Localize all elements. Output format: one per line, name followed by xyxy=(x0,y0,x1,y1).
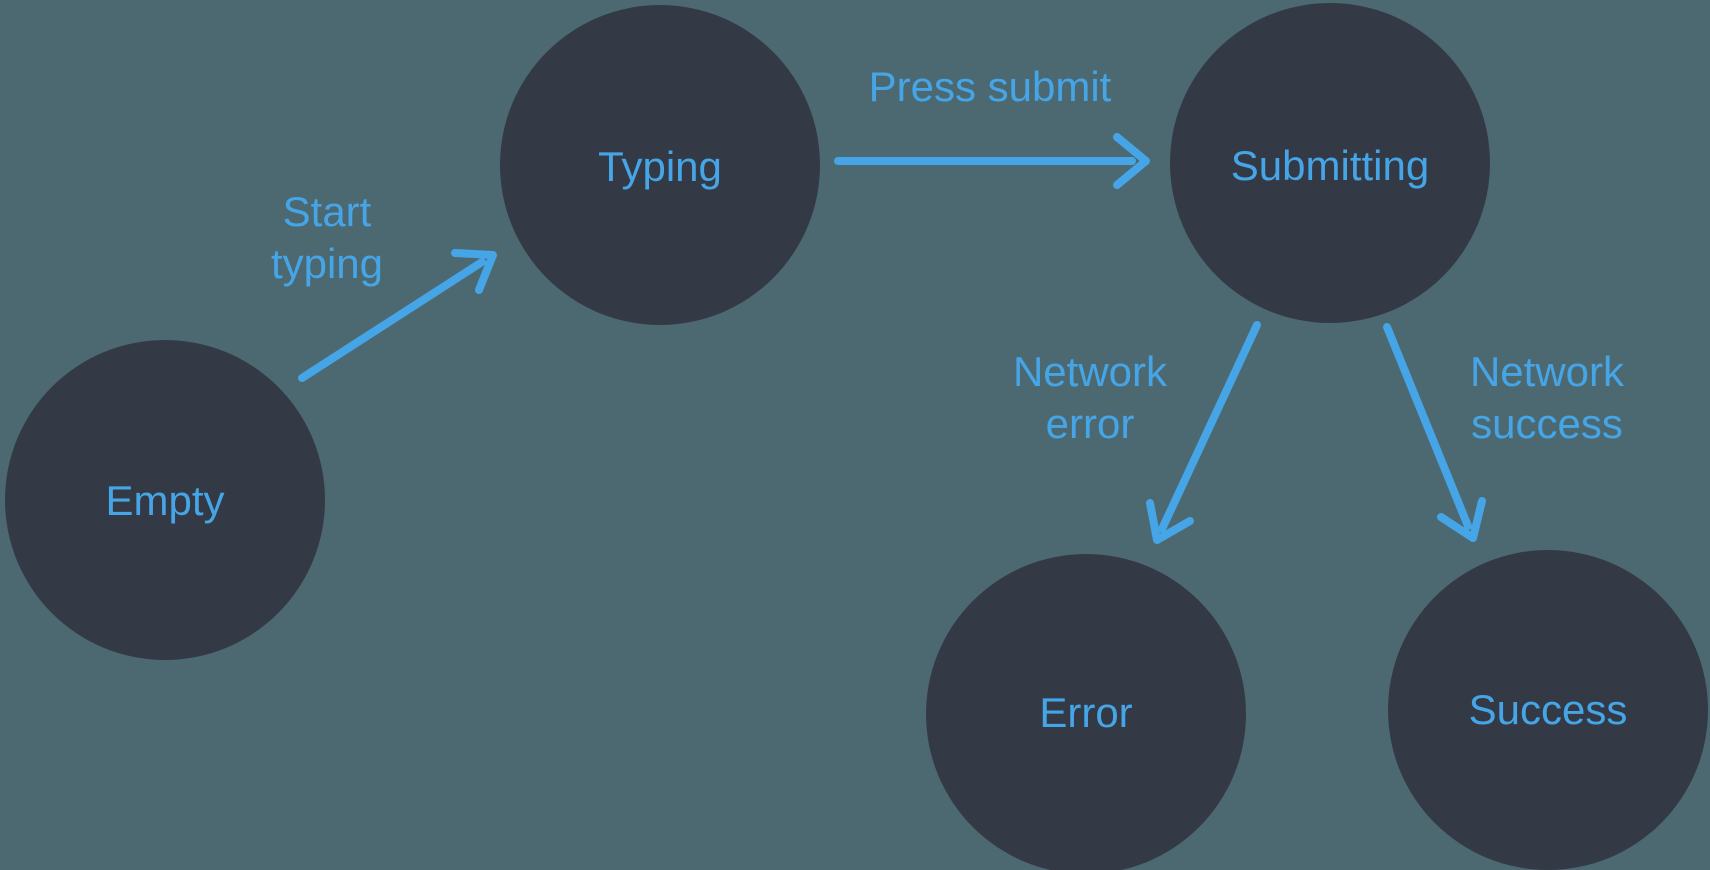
edge-start-typing-arrow xyxy=(298,249,497,382)
edge-label-start-typing-line1: Start xyxy=(283,188,372,235)
state-node-submitting xyxy=(1170,3,1490,323)
transition-arrows xyxy=(298,133,1486,544)
edge-label-network-success-line1: Network xyxy=(1470,348,1625,395)
state-nodes xyxy=(5,3,1708,870)
edge-label-network-error-line2: error xyxy=(1046,400,1135,447)
state-node-success xyxy=(1388,550,1708,870)
edge-label-start-typing-line2: typing xyxy=(271,240,383,287)
state-label-typing: Typing xyxy=(598,143,722,190)
edge-label-press-submit: Press submit xyxy=(869,63,1112,110)
edge-label-network-error-line1: Network xyxy=(1013,348,1168,395)
state-node-typing xyxy=(500,5,820,325)
state-label-empty: Empty xyxy=(105,477,224,524)
edge-label-network-success-line2: success xyxy=(1471,400,1623,447)
state-node-error xyxy=(926,554,1246,870)
state-label-success: Success xyxy=(1469,686,1628,733)
edge-network-error-arrow xyxy=(1146,321,1261,544)
state-node-empty xyxy=(5,340,325,660)
state-labels: Empty Typing Submitting Error Success xyxy=(105,142,1627,736)
edge-network-success-arrow xyxy=(1383,323,1486,542)
state-label-error: Error xyxy=(1039,689,1132,736)
state-label-submitting: Submitting xyxy=(1231,142,1429,189)
transition-labels: Start typing Press submit Network error … xyxy=(271,63,1625,447)
edge-press-submit-arrow xyxy=(834,133,1150,189)
